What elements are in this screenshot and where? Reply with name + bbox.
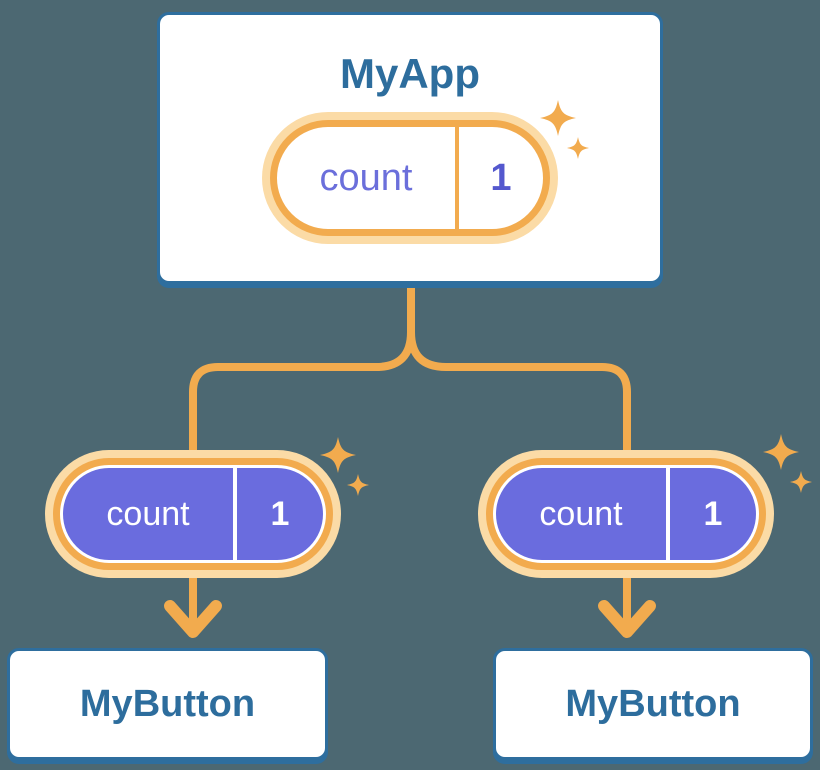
prop-pill-label: count: [539, 494, 623, 533]
prop-pill-value: 1: [703, 494, 723, 533]
state-pill-label: count: [319, 156, 413, 199]
branch-right-line: [407, 280, 631, 632]
prop-pill-value: 1: [270, 494, 290, 533]
prop-pill-label: count: [106, 494, 190, 533]
node-mybutton-right-title: MyButton: [565, 682, 741, 725]
state-pill-value: 1: [490, 156, 512, 199]
sparkle-icon: [540, 100, 589, 159]
node-myapp-title: MyApp: [340, 50, 480, 97]
pill-divider: [455, 127, 459, 229]
prop-pill-body: count 1: [496, 468, 756, 560]
pill-divider: [233, 468, 237, 560]
prop-pill-body: count 1: [63, 468, 323, 560]
sparkle-icon: [320, 437, 369, 496]
node-mybutton-right-card: MyButton: [493, 648, 813, 760]
pill-divider: [666, 468, 670, 560]
node-mybutton-left-title: MyButton: [79, 682, 256, 725]
node-mybutton-left-card: MyButton: [7, 648, 328, 760]
state-pill-myapp: count 1: [270, 120, 550, 236]
arrow-down-icon: [598, 600, 656, 638]
prop-pill-left: count 1: [53, 458, 333, 570]
node-myapp-card: MyApp count 1: [157, 12, 663, 284]
sparkle-icon: [763, 434, 812, 493]
arrow-down-icon: [164, 600, 222, 638]
prop-pill-right: count 1: [486, 458, 766, 570]
